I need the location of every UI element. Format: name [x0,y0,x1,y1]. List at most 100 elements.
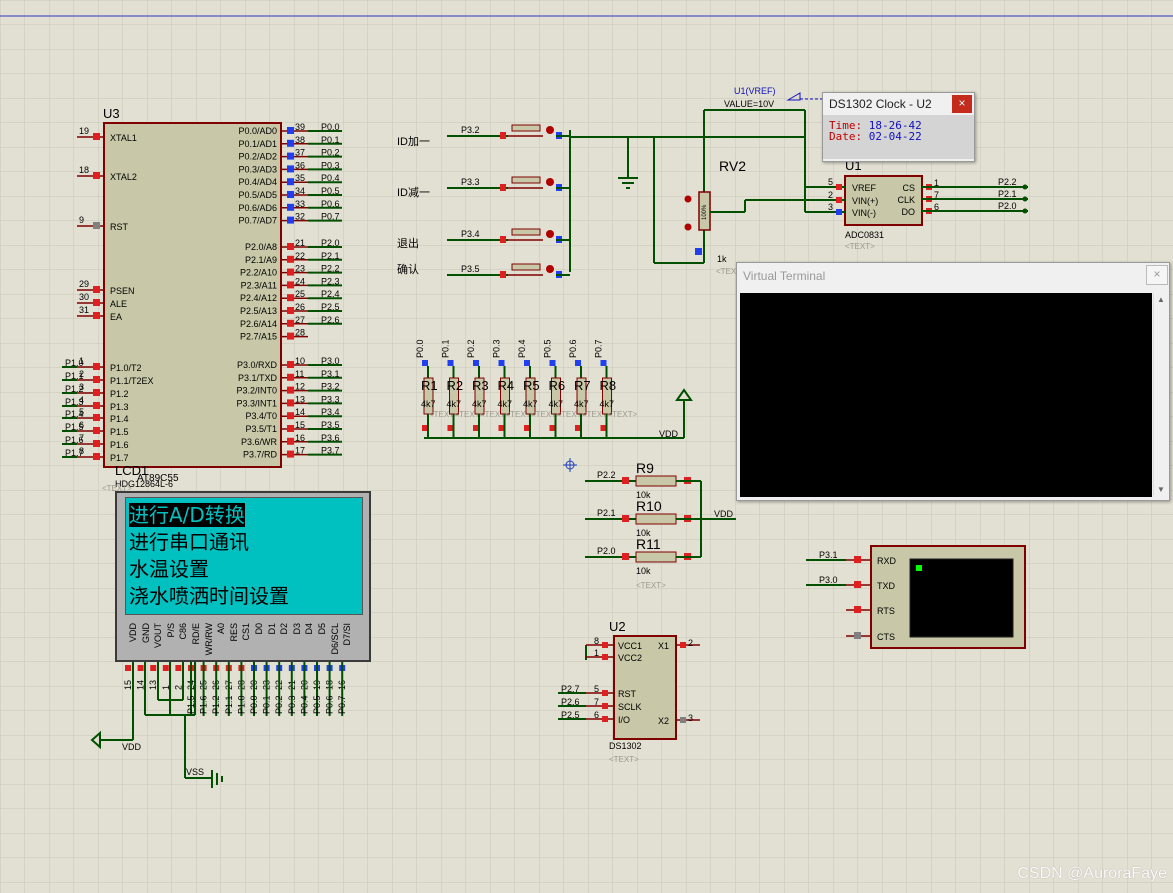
u3-pin-num: 14 [295,407,305,417]
lcd-line-2: 进行串口通讯 [129,530,249,554]
ds1302-part: DS1302 [609,741,642,751]
lcd-screen: 进行A/D转换 进行串口通讯 水温设置 浇水喷洒时间设置 [125,497,363,615]
lcd-pin-net: P0.6 [325,695,335,714]
u3-pin-marker [287,268,294,276]
lcd-pin-name: D6/SCL [329,623,340,655]
adc-pin-num: 5 [828,177,833,187]
scroll-down-icon[interactable]: ▼ [1157,485,1165,494]
lcd-pin-net: P0.7 [337,695,347,714]
u3-microcontroller[interactable]: U3 AT89C55 19XTAL118XTAL29RST29PSEN30ALE… [62,106,342,484]
u3-net-label: P3.1 [321,369,340,379]
button-pin-marker [500,236,506,243]
lcd-vss-label: VSS [186,767,204,777]
u3-pin-marker [93,389,100,396]
uart-pin-name: CTS [877,632,895,642]
terminal-screen[interactable] [740,293,1152,497]
scroll-up-icon[interactable]: ▲ [1157,295,1165,304]
resistor[interactable] [635,551,677,563]
button-cap[interactable] [511,176,541,184]
pullup-text-tag: <TEXT> [455,410,485,419]
ds1302-clock-window[interactable]: DS1302 Clock - U2 × Time: 18-26-42 Date:… [822,92,975,162]
pullup-text-tag: <TEXT> [531,410,561,419]
vdd-arrow-icon [675,388,693,401]
u3-pin-num: 35 [295,173,305,183]
ds-pin-name: X1 [658,641,669,651]
u3-pin-num: 33 [295,199,305,209]
pullup-ref: R8 [600,378,617,393]
rv2-potentiometer[interactable]: RV2 1k <TEX 100% [653,109,805,276]
u3-pin-name: P1.2 [110,389,129,399]
u3-pin-name: P1.5 [110,427,129,437]
u3-pin-name: P0.7/AD7 [238,216,277,226]
u3-pin-name: P2.3/A11 [241,280,277,290]
r-net-label: P2.2 [597,470,616,480]
pullup-resistor-array[interactable]: VDDP0.0R14k7<TEXT>P0.1R24k7<TEXT>P0.2R34… [415,339,693,439]
resistor[interactable] [635,513,677,525]
terminal-close-button[interactable]: × [1146,265,1168,285]
u3-pin-num: 38 [295,135,305,145]
u3-ref: U3 [103,106,120,121]
u3-pin-num: 13 [295,394,305,404]
virtual-terminal-window[interactable]: Virtual Terminal × ▲ ▼ [736,262,1170,501]
adc-pin-name: CLK [897,195,915,205]
resistor-value: 10k [636,528,651,538]
u3-pin-name: EA [110,312,122,322]
clock-window-close-button[interactable]: × [952,95,972,113]
terminal-titlebar[interactable]: Virtual Terminal × [737,263,1169,291]
lcd-pin-num: 1 [161,685,171,690]
u3-pin-marker [93,363,100,370]
ds-pin-name: SCLK [618,702,642,712]
button-label: 确认 [397,263,419,276]
r-supply-label: VDD [714,509,734,519]
terminal-scrollbar[interactable]: ▲ ▼ [1153,293,1168,497]
u3-net-label: P3.4 [321,407,340,417]
u3-pin-name: P0.4/AD4 [238,177,277,187]
u3-pin-marker [93,453,100,460]
adc0831[interactable]: U1 ADC0831 <TEXT> U1(VREF) VALUE=10V 5VR… [724,86,1028,251]
u3-pin-marker [93,312,100,319]
ds-pin-num: 1 [594,648,599,658]
u3-net-label: P1.4 [65,409,84,419]
r-net-label: P2.1 [597,508,616,518]
pullup-ref: R4 [498,378,515,393]
pullup-ref: R6 [549,378,566,393]
u3-pin-num: 21 [295,238,305,248]
resistor[interactable] [635,475,677,487]
clock-window-body: Time: 18-26-42 Date: 02-04-22 [823,115,974,159]
u3-pin-name: P2.7/A15 [240,332,277,342]
button-cap[interactable] [511,263,541,271]
pullup-supply-label: VDD [659,429,679,439]
u3-pin-marker [93,133,100,140]
button-cap[interactable] [511,124,541,132]
pullup-net-label: P0.2 [466,339,476,358]
u3-pin-name: P3.4/T0 [245,411,277,421]
u3-net-label: P2.4 [321,289,340,299]
u3-pin-name: RST [110,222,129,232]
pullup-net-label: P0.1 [441,339,451,358]
u3-pin-marker [93,427,100,434]
ds-pin-num: 7 [594,697,599,707]
clock-window-titlebar[interactable]: DS1302 Clock - U2 × [823,93,974,115]
pullup-value: 4k7 [421,399,436,409]
u3-pin-marker [287,139,294,147]
u3-pin-name: P2.4/A12 [240,293,277,303]
lcd-line-4: 浇水喷洒时间设置 [129,584,289,608]
pullup-ref: R3 [472,378,489,393]
u3-pin-num: 36 [295,160,305,170]
u3-pin-marker [287,399,294,407]
lcd-pin-name: D1 [266,623,277,635]
lcd-pin-name: CS1 [241,623,252,641]
button-net-label: P3.3 [461,177,480,187]
ds-net-label: P2.7 [561,684,580,694]
ds-pin-num: 2 [688,638,693,648]
button-cap[interactable] [511,228,541,236]
ds-pin-name: VCC2 [618,653,642,663]
pullup-ref: R2 [447,378,464,393]
u3-net-label: P1.2 [65,384,84,394]
u3-pin-marker [93,440,100,447]
